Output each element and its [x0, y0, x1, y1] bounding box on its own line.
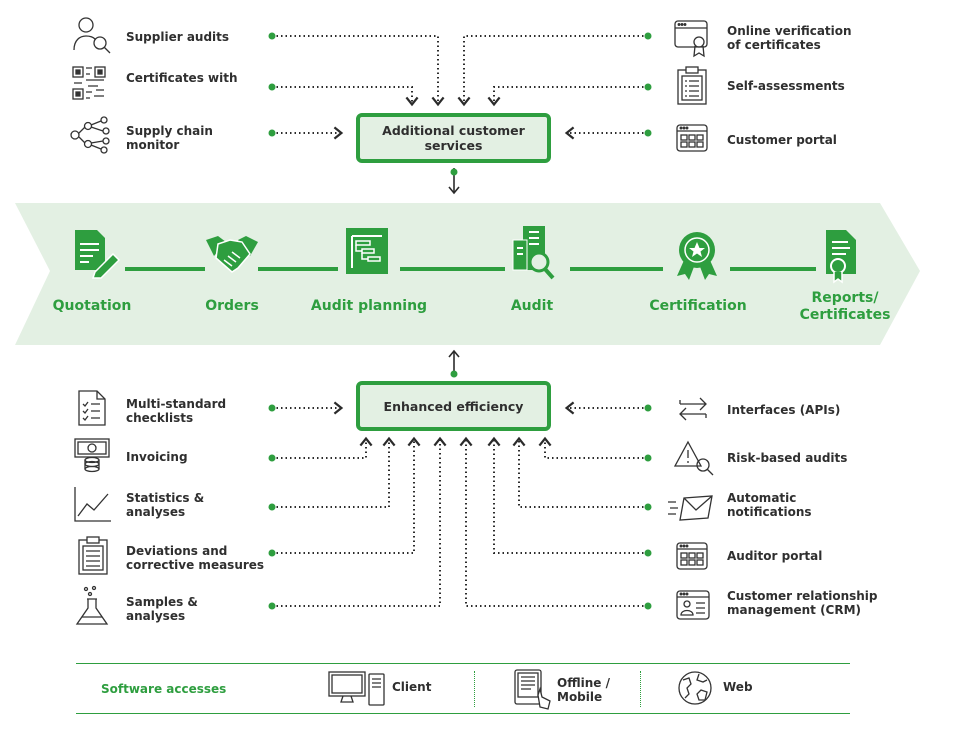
- connector-certificates: [272, 86, 419, 107]
- envelope-fast-icon: [668, 494, 714, 526]
- checklist-icon: [78, 390, 106, 430]
- top-left-label-2: Certificates with: [126, 71, 238, 85]
- connector-notifications: [512, 436, 648, 508]
- process-band: [15, 203, 920, 345]
- bottom-left-label-2: Invoicing: [126, 450, 188, 464]
- portal-window-icon: [676, 542, 708, 576]
- connector-online-verification: [457, 35, 648, 107]
- stage-reports-certificates: Reports/ Certificates: [799, 290, 891, 323]
- stage-certification: Certification: [649, 298, 747, 314]
- bottom-right-label-2: Risk-based audits: [727, 451, 848, 465]
- software-top-rule: [76, 663, 850, 664]
- top-right-label-1: Online verification of certificates: [727, 24, 852, 52]
- portal-window-icon: [676, 124, 708, 158]
- building-search-icon: [509, 226, 557, 286]
- clipboard-icon: [78, 536, 108, 580]
- connector-auditor-portal: [487, 436, 648, 554]
- connector-supplier-audits: [272, 35, 445, 107]
- bottom-left-label-1: Multi-standard checklists: [126, 397, 227, 425]
- certificate-browser-icon: [674, 20, 710, 64]
- bottom-right-label-5: Customer relationship management (CRM): [727, 589, 878, 617]
- network-nodes-icon: [70, 116, 112, 158]
- connector-statistics: [272, 436, 396, 508]
- software-client-label: Client: [392, 680, 432, 694]
- top-left-label-3: Supply chain monitor: [126, 124, 213, 152]
- globe-icon: [677, 670, 713, 710]
- software-web-label: Web: [723, 680, 753, 694]
- connector-risk: [538, 436, 648, 459]
- additional-customer-services-box: Additional customer services: [356, 113, 551, 163]
- bottom-right-label-4: Auditor portal: [727, 549, 823, 563]
- desktop-computer-icon: [328, 671, 386, 711]
- flask-icon: [74, 585, 110, 630]
- money-coins-icon: [74, 438, 110, 476]
- top-left-label-1: Supplier audits: [126, 30, 230, 44]
- top-right-label-3: Customer portal: [727, 133, 837, 147]
- award-badge-icon: [673, 230, 721, 286]
- tablet-touch-icon: [514, 669, 552, 715]
- gantt-chart-icon: [346, 228, 390, 280]
- document-pen-icon: [73, 228, 121, 282]
- top-right-label-2: Self-assessments: [727, 79, 845, 93]
- bottom-right-label-1: Interfaces (APIs): [727, 403, 841, 417]
- bottom-left-label-4: Deviations and corrective measures: [126, 544, 265, 572]
- connector-crm: [459, 436, 648, 607]
- contact-card-icon: [676, 590, 710, 624]
- clipboard-list-icon: [676, 66, 708, 110]
- stage-quotation: Quotation: [52, 298, 132, 314]
- document-seal-icon: [822, 228, 860, 288]
- software-divider-1: [474, 671, 475, 707]
- bottom-right-label-3: Automatic notifications: [727, 491, 812, 519]
- software-bottom-rule: [76, 713, 850, 714]
- software-accesses-title: Software accesses: [101, 682, 227, 696]
- bottom-left-label-5: Samples & analyses: [126, 595, 198, 623]
- warning-search-icon: [673, 440, 714, 480]
- enhanced-efficiency-box: Enhanced efficiency: [356, 381, 551, 431]
- connector-samples: [272, 436, 447, 607]
- stage-audit-planning: Audit planning: [310, 298, 428, 314]
- exchange-arrows-icon: [676, 394, 710, 428]
- stage-orders: Orders: [205, 298, 259, 314]
- line-chart-icon: [74, 486, 112, 526]
- connector-deviations: [272, 436, 421, 554]
- software-divider-2: [640, 671, 641, 707]
- bottom-left-label-3: Statistics & analyses: [126, 491, 205, 519]
- handshake-icon: [204, 232, 260, 280]
- person-search-icon: [72, 14, 112, 58]
- connector-self-assessments: [487, 86, 648, 107]
- qr-code-icon: [72, 66, 106, 104]
- stage-audit: Audit: [510, 298, 554, 314]
- software-offline-mobile-label: Offline / Mobile: [557, 676, 610, 704]
- connector-invoicing: [272, 436, 373, 459]
